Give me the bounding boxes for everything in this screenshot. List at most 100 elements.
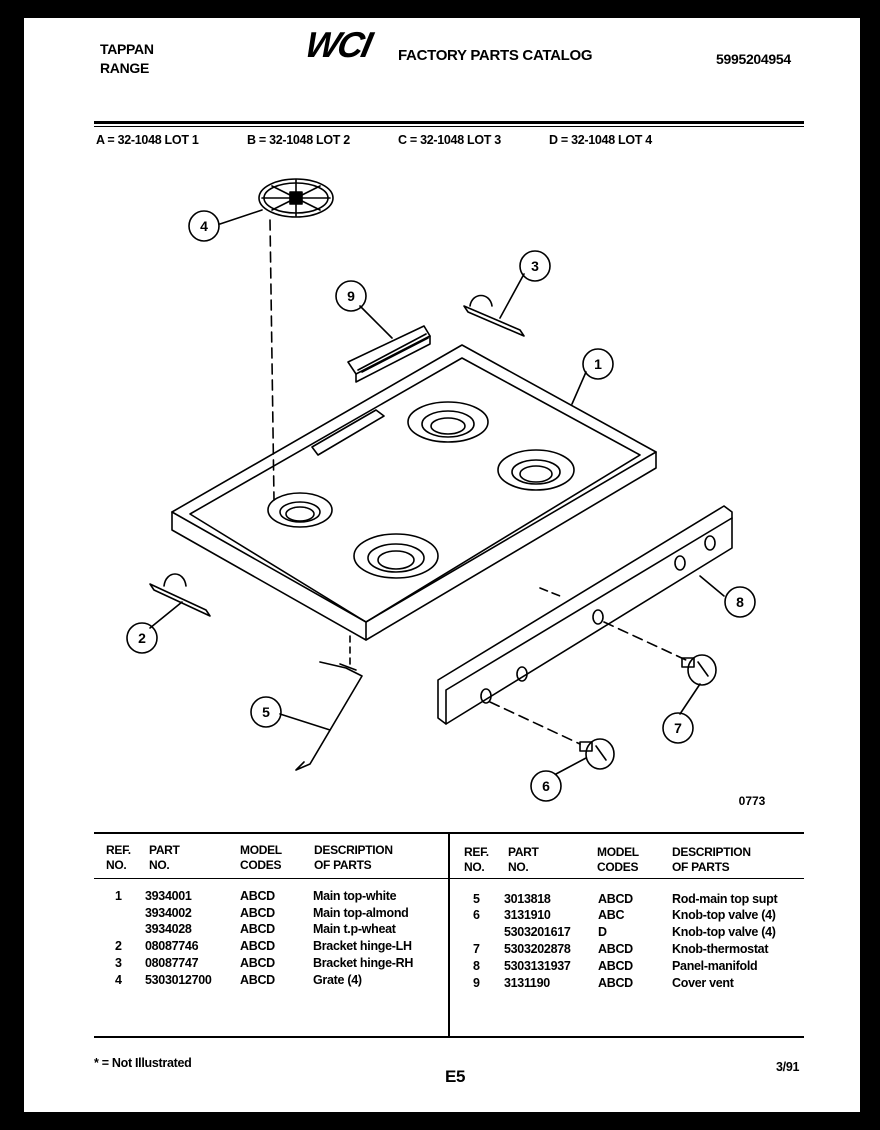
model-cell: ABCD	[240, 973, 275, 987]
brand-line-2: RANGE	[100, 60, 150, 76]
table-rule-top	[94, 832, 804, 834]
ref-cell: 8	[473, 959, 480, 973]
ref-cell: 1	[115, 889, 122, 903]
hdr-model-r1: MODEL	[597, 845, 639, 859]
model-cell: ABCD	[598, 942, 633, 956]
model-cell: ABCD	[240, 906, 275, 920]
callout-circle-4	[188, 210, 220, 242]
callout-2: 2	[138, 630, 146, 646]
part-cell: 5303202878	[504, 942, 571, 956]
model-cell: ABCD	[240, 956, 275, 970]
header-rule-bottom	[94, 126, 804, 127]
part-cell: 5303201617	[504, 925, 571, 939]
part-cell: 3013818	[504, 892, 551, 906]
ref-cell: 9	[473, 976, 480, 990]
table-column-divider	[448, 834, 450, 1036]
rod-drawing	[295, 661, 363, 771]
desc-cell: Knob-top valve (4)	[672, 908, 776, 922]
callout-8: 8	[736, 594, 744, 610]
model-cell: ABCD	[240, 939, 275, 953]
part-cell: 3934002	[145, 906, 192, 920]
lot-a: A = 32-1048 LOT 1	[96, 133, 199, 147]
part-cell: 5303012700	[145, 973, 212, 987]
part-cell: 3934001	[145, 889, 192, 903]
callout-9: 9	[347, 288, 355, 304]
callout-circle-3	[519, 250, 551, 282]
model-cell: ABCD	[598, 959, 633, 973]
burner-front-left	[267, 492, 333, 528]
callout-circle-7	[662, 712, 694, 744]
page-code: E5	[445, 1067, 466, 1086]
desc-cell: Panel-manifold	[672, 959, 758, 973]
ref-cell: 6	[473, 908, 480, 922]
hdr-ref-l1: REF.	[106, 843, 131, 857]
desc-cell: Rod-main top supt	[672, 892, 778, 906]
ref-cell: 4	[115, 973, 122, 987]
panel-manifold-drawing	[437, 505, 733, 725]
bracket-hinge-rh-drawing	[463, 294, 525, 337]
ref-cell: 7	[473, 942, 480, 956]
callout-1: 1	[594, 356, 602, 372]
hdr-model-l1: MODEL	[240, 843, 282, 857]
callout-4: 4	[200, 218, 208, 234]
catalog-number: 5995204954	[716, 51, 791, 67]
footnote-not-illustrated: * = Not Illustrated	[94, 1056, 192, 1070]
callout-7: 7	[674, 720, 682, 736]
desc-cell: Bracket hinge-LH	[313, 939, 412, 953]
part-cell: 3131190	[504, 976, 550, 990]
callout-3: 3	[531, 258, 539, 274]
hdr-ref-l2: NO.	[106, 858, 127, 872]
drawing-number: 0773	[739, 794, 766, 808]
revision-date: 3/91	[776, 1060, 800, 1074]
model-cell: ABCD	[240, 922, 275, 936]
desc-cell: Cover vent	[672, 976, 734, 990]
callout-circle-9	[335, 280, 367, 312]
part-cell: 08087747	[145, 956, 199, 970]
desc-cell: Knob-thermostat	[672, 942, 769, 956]
hdr-part-l2: NO.	[149, 858, 170, 872]
cover-vent-drawing	[347, 325, 431, 383]
hdr-model-r2: CODES	[597, 860, 639, 874]
desc-cell: Grate (4)	[313, 973, 362, 987]
part-cell: 5303131937	[504, 959, 571, 973]
part-cell: 08087746	[145, 939, 199, 953]
brand-line-1: TAPPAN	[100, 41, 154, 57]
hdr-part-l1: PART	[149, 843, 180, 857]
knob-top-valve-drawing	[579, 738, 615, 770]
catalog-title: FACTORY PARTS CATALOG	[398, 47, 593, 64]
burner-rear-left	[407, 401, 489, 443]
desc-cell: Main top-white	[313, 889, 397, 903]
callout-circle-8	[724, 586, 756, 618]
lot-c: C = 32-1048 LOT 3	[398, 133, 501, 147]
callout-circle-5	[250, 696, 282, 728]
desc-cell: Knob-top valve (4)	[672, 925, 776, 939]
ref-cell: 3	[115, 956, 122, 970]
hdr-desc-l1: DESCRIPTION	[314, 843, 393, 857]
hdr-desc-l2: OF PARTS	[314, 858, 372, 872]
model-cell: ABCD	[240, 889, 275, 903]
grate-drawing	[258, 178, 334, 218]
ref-cell: 2	[115, 939, 122, 953]
burner-front-right	[353, 533, 439, 579]
knob-thermostat-drawing	[681, 654, 717, 686]
hdr-ref-r2: NO.	[464, 860, 485, 874]
hdr-desc-r2: OF PARTS	[672, 860, 730, 874]
model-cell: ABCD	[598, 892, 633, 906]
model-cell: ABC	[598, 908, 625, 922]
desc-cell: Bracket hinge-RH	[313, 956, 414, 970]
hdr-model-l2: CODES	[240, 858, 282, 872]
hdr-part-r1: PART	[508, 845, 539, 859]
callout-circle-2	[126, 622, 158, 654]
hdr-desc-r1: DESCRIPTION	[672, 845, 751, 859]
part-cell: 3131910	[504, 908, 551, 922]
desc-cell: Main top-almond	[313, 906, 409, 920]
part-cell: 3934028	[145, 922, 192, 936]
callout-5: 5	[262, 704, 270, 720]
model-cell: ABCD	[598, 976, 633, 990]
callout-6: 6	[542, 778, 550, 794]
header-rule-top	[94, 121, 804, 124]
hdr-part-r2: NO.	[508, 860, 529, 874]
table-rule-bottom	[94, 1036, 804, 1038]
bracket-hinge-lh-drawing	[149, 573, 211, 617]
lot-b: B = 32-1048 LOT 2	[247, 133, 350, 147]
